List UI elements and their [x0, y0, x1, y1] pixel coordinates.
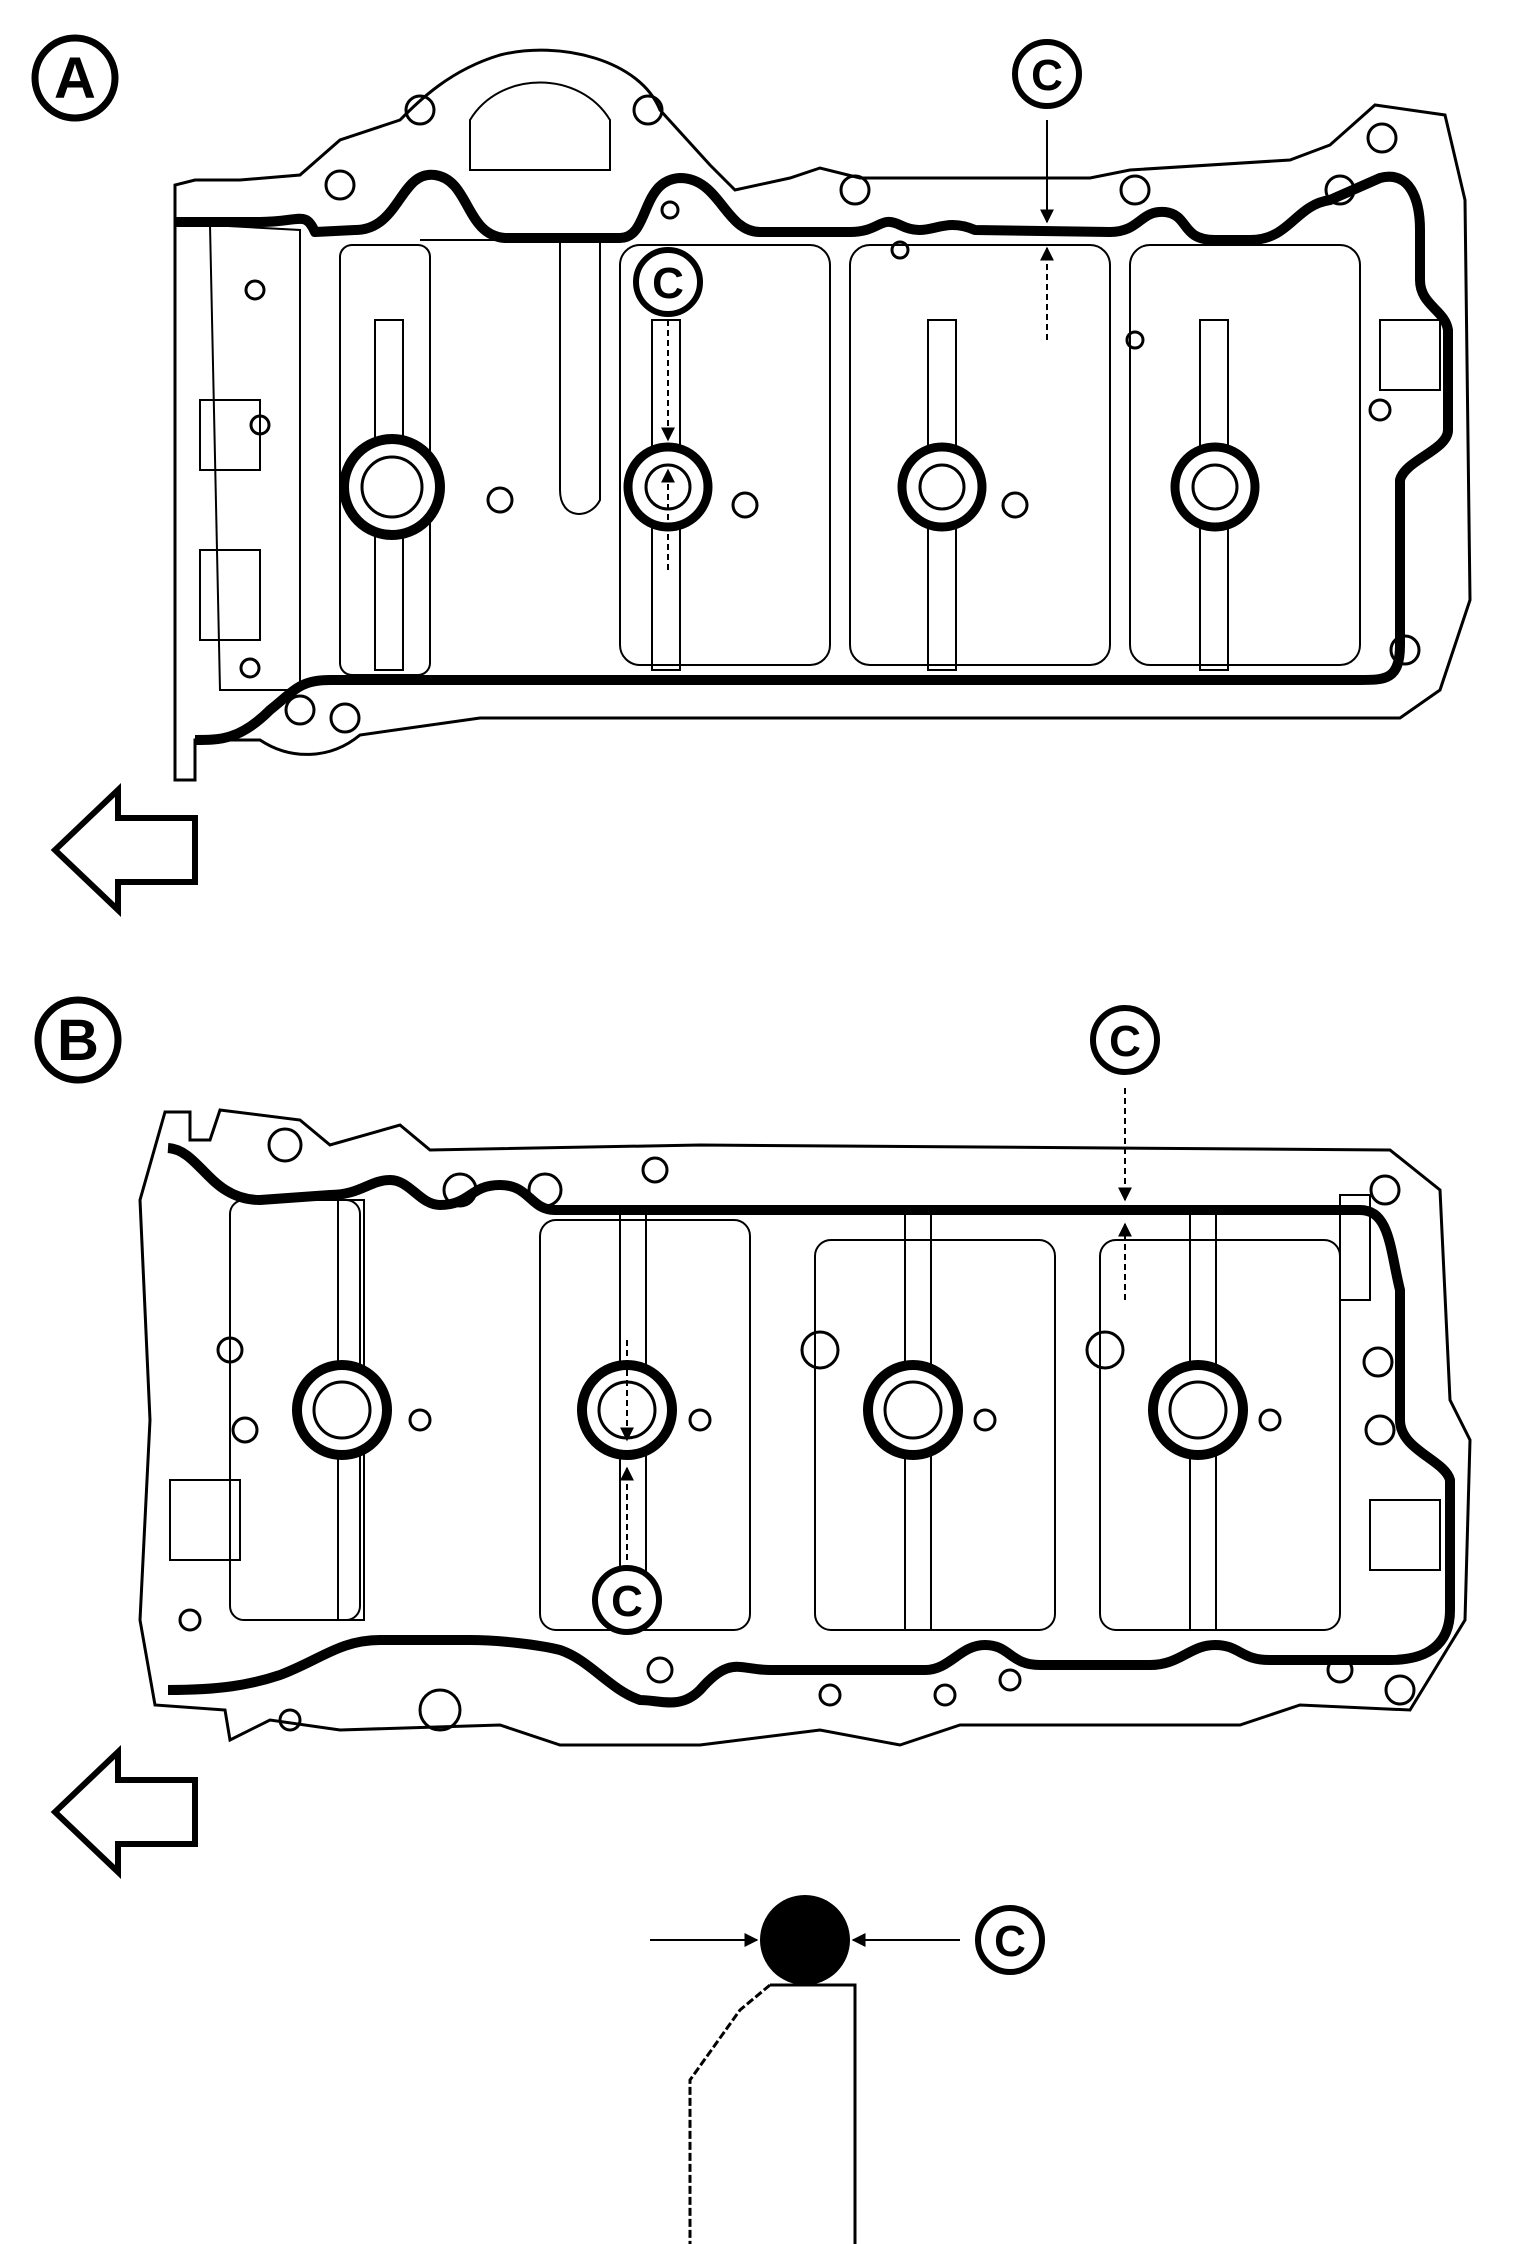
view-a: A	[31, 34, 1472, 917]
callout-label: C	[652, 259, 684, 308]
view-b-badge-label: B	[57, 1008, 99, 1073]
view-a-callout-mid: C	[633, 247, 703, 570]
view-a-badge-label: A	[54, 46, 96, 111]
view-b-callout-low: C	[592, 1340, 662, 1635]
callout-label: C	[1109, 1017, 1141, 1066]
view-a-housing-outline	[173, 48, 1472, 782]
sealant-bead-icon	[760, 1895, 850, 1985]
callout-label: C	[611, 1577, 643, 1626]
view-a-cam-seals	[339, 434, 1260, 540]
bead-detail: C	[650, 1895, 1045, 2244]
view-b-sealant-bead	[167, 1143, 1455, 1708]
view-a-sealant-bead	[175, 169, 1453, 745]
view-b-cam-seals	[292, 1360, 1248, 1460]
view-b-badge: B	[34, 996, 122, 1084]
cam-seal	[1170, 442, 1260, 532]
view-b-front-arrow-icon	[50, 1745, 198, 1879]
callout-label: C	[994, 1917, 1026, 1966]
callout-label: C	[1031, 51, 1063, 100]
cam-seal	[339, 434, 445, 540]
view-b-callout-top: C	[1090, 1005, 1160, 1300]
view-b: B	[34, 996, 1472, 1879]
view-a-callout-top: C	[1012, 39, 1082, 340]
bead-detail-callout: C	[975, 1905, 1045, 1975]
view-a-badge: A	[31, 34, 119, 122]
cam-seal	[897, 442, 987, 532]
view-a-front-arrow-icon	[50, 783, 198, 917]
cam-seal	[863, 1360, 963, 1460]
cam-seal	[1148, 1360, 1248, 1460]
cam-seal	[292, 1360, 392, 1460]
